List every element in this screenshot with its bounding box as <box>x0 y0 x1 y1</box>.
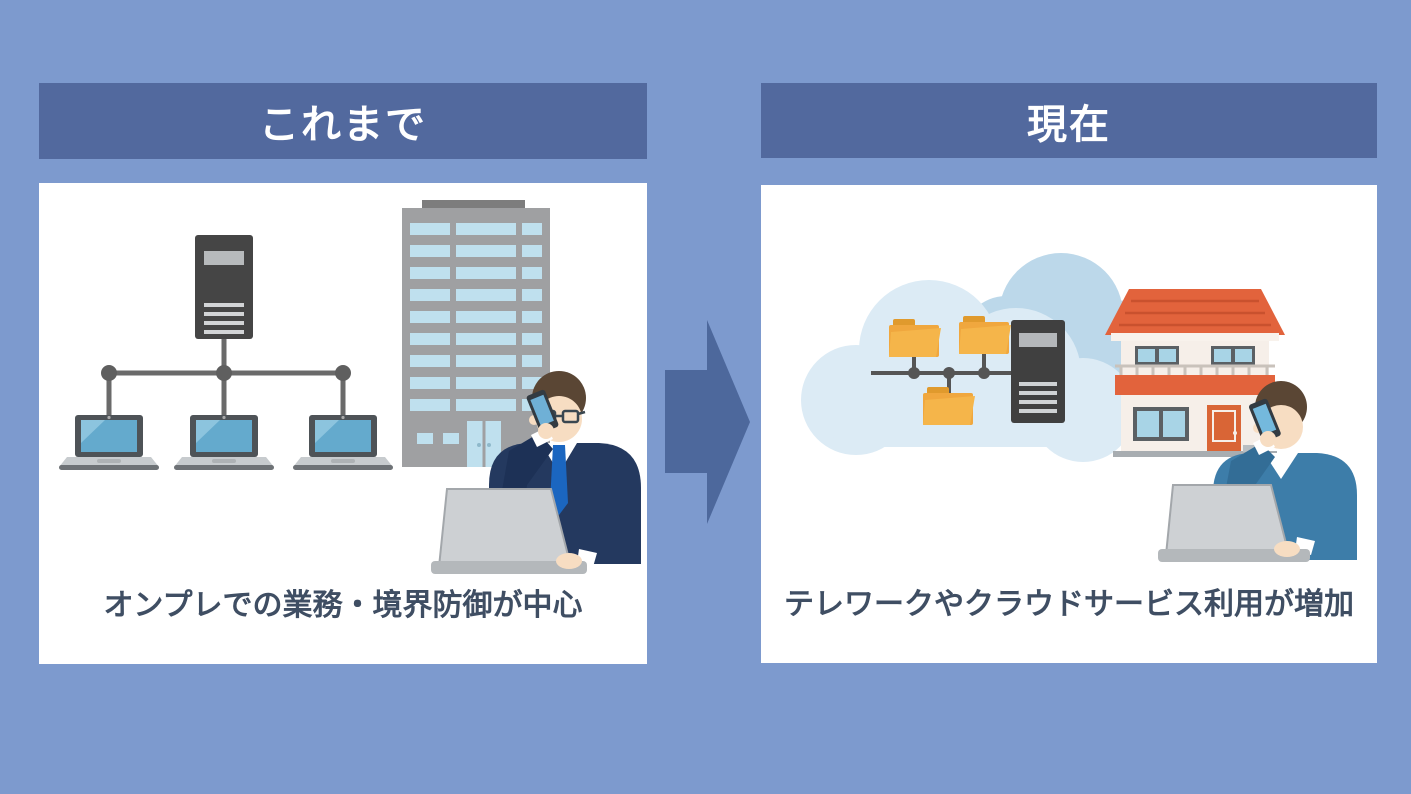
server-icon <box>195 235 253 339</box>
laptop-icon <box>59 415 393 470</box>
smartphone-icon <box>1249 398 1281 442</box>
right-caption: テレワークやクラウドサービス利用が増加 <box>784 588 1354 621</box>
left-caption: オンプレでの業務・境界防御が中心 <box>103 589 583 622</box>
window-icon <box>1133 407 1189 441</box>
right-header-label: 現在 <box>1027 102 1111 147</box>
laptop-front-icon <box>431 488 597 574</box>
right-panel-header: 現在 <box>761 83 1377 158</box>
left-header-label: これまで <box>259 103 427 147</box>
transition-arrow <box>660 315 755 530</box>
left-panel: オンプレでの業務・境界防御が中心 <box>39 183 647 664</box>
right-arrow-icon <box>665 320 750 524</box>
left-panel-header: これまで <box>39 83 647 159</box>
server-icon <box>1011 320 1065 423</box>
folder-icon <box>889 316 1011 425</box>
network-node-icon <box>101 365 351 381</box>
window-icon <box>1135 346 1255 365</box>
smartphone-icon <box>526 389 559 433</box>
house-icon <box>1105 289 1285 457</box>
cloud-telework-illustration <box>801 253 1357 562</box>
laptop-front-icon <box>1158 484 1315 562</box>
onprem-illustration <box>59 200 641 574</box>
door-icon <box>1207 405 1241 453</box>
network-node-icon <box>908 367 990 379</box>
office-building-icon <box>402 200 550 467</box>
right-panel: テレワークやクラウドサービス利用が増加 <box>761 185 1377 663</box>
